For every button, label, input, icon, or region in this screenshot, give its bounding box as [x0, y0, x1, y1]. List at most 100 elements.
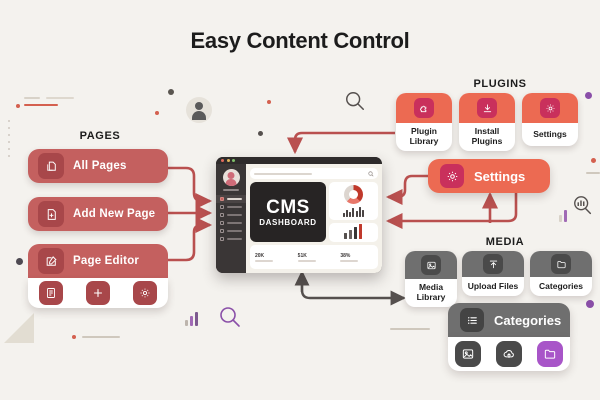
deco-dot-7 [168, 89, 174, 95]
folder-icon[interactable] [536, 341, 563, 367]
deco-line-4 [82, 336, 120, 338]
page-editor-toolbar [28, 278, 168, 308]
search-placeholder [254, 172, 312, 175]
section-label-plugins: PLUGINS [473, 78, 527, 90]
sidebar-item-5[interactable] [216, 235, 246, 243]
cms-title-line2: DASHBOARD [259, 217, 317, 227]
media-card-label: Categories [539, 280, 583, 291]
stat-value: 51K [297, 252, 307, 259]
plugins-card-label: Settings [533, 128, 567, 139]
donut-chart [343, 185, 363, 204]
avatar [222, 169, 240, 186]
stat-value: 38% [340, 252, 351, 259]
person-avatar-icon [186, 97, 212, 123]
plus-icon[interactable] [85, 281, 110, 305]
menu-icon [220, 213, 224, 217]
image-icon [421, 255, 441, 275]
mini-bar-chart [342, 206, 365, 217]
menu-icon [220, 221, 224, 225]
deco-dot-5 [267, 100, 271, 104]
plugins-card-settings[interactable]: Settings [522, 93, 578, 146]
plugins-card-install-plugins[interactable]: Install Plugins [459, 93, 515, 151]
section-label-pages: PAGES [79, 130, 121, 142]
plugins-card-label: Plugin Library [409, 126, 439, 146]
deco-triangle-left [4, 313, 34, 343]
pages-card-page-editor[interactable]: Page Editor [28, 244, 168, 278]
plugins-settings-bar[interactable]: Settings [428, 159, 550, 193]
sidebar-item-2[interactable] [216, 211, 246, 219]
pages-card-label: Page Editor [73, 255, 140, 267]
window-titlebar [216, 157, 382, 164]
deco-dot-6 [258, 131, 263, 136]
search-icon-purple [220, 307, 240, 327]
bar-chart-icon [185, 312, 198, 326]
sidebar-item-home[interactable] [216, 195, 246, 203]
media-card-categories[interactable]: Categories [530, 251, 592, 296]
deco-line-1 [24, 97, 40, 99]
gear-icon [440, 164, 464, 188]
plugins-settings-bar-label: Settings [474, 168, 526, 184]
deco-dot-3 [72, 335, 76, 339]
gear-icon[interactable] [132, 281, 157, 305]
media-card-upload-files[interactable]: Upload Files [462, 251, 524, 296]
deco-dot-column [8, 120, 10, 162]
pages-card-label: All Pages [73, 160, 127, 172]
sidebar-username-placeholder [223, 189, 239, 191]
media-icon-row [448, 337, 570, 371]
bottom-bar-chart [344, 224, 363, 239]
dashboard-main: CMS DASHBOARD [246, 164, 382, 273]
page-title: Easy Content Control [190, 28, 410, 53]
deco-line-5 [586, 172, 600, 174]
deco-line-6 [390, 328, 430, 330]
menu-icon [220, 229, 224, 233]
deco-dot-8 [585, 92, 592, 99]
cms-dashboard-window[interactable]: CMS DASHBOARD [216, 157, 382, 273]
chart-search-icon [574, 196, 592, 215]
media-card-media-library[interactable]: Media Library [405, 251, 457, 307]
media-card-label: Upload Files [467, 280, 519, 291]
search-input[interactable] [250, 168, 378, 179]
deco-dot-2 [16, 258, 23, 265]
pages-card-label: Add New Page [73, 208, 156, 220]
deco-dot-1 [16, 104, 20, 108]
sidebar-item-1[interactable] [216, 203, 246, 211]
search-icon [368, 170, 374, 176]
document-icon[interactable] [39, 281, 64, 305]
plugins-card-plugin-library[interactable]: Plugin Library [396, 93, 452, 151]
bar-chart-icon-right [559, 210, 567, 222]
deco-dot-10 [586, 300, 594, 308]
deco-dot-4 [155, 111, 159, 115]
media-card-label: Media Library [416, 282, 446, 302]
folder-icon [551, 254, 571, 274]
media-categories-bar-label: Categories [494, 312, 562, 328]
edit-pencil-icon [38, 248, 64, 274]
pages-card-add-new-page[interactable]: Add New Page [28, 197, 168, 231]
deco-line-3 [24, 104, 58, 106]
window-dot-minimize[interactable] [226, 159, 230, 162]
cloud-upload-icon[interactable] [495, 341, 522, 367]
dashboard-sidebar [216, 164, 246, 273]
donut-chart-card [328, 182, 378, 220]
deco-line-2 [46, 97, 74, 99]
gear-icon [540, 98, 560, 118]
sidebar-item-3[interactable] [216, 219, 246, 227]
home-icon [220, 197, 224, 201]
section-label-media: MEDIA [485, 236, 525, 248]
window-dot-close[interactable] [221, 159, 224, 162]
stat-item: 51K [293, 253, 336, 262]
pages-card-all-pages[interactable]: All Pages [28, 149, 168, 183]
upload-icon [483, 254, 503, 274]
dashboard-stats: 20K 51K 38% [250, 245, 378, 269]
gear-icon [220, 237, 224, 241]
cms-title-line1: CMS [266, 196, 310, 218]
window-dot-maximize[interactable] [232, 159, 235, 162]
sidebar-item-4[interactable] [216, 227, 246, 235]
bottom-bar-chart-card [328, 223, 378, 242]
file-plus-icon [38, 201, 64, 227]
image-icon[interactable] [455, 341, 482, 367]
pages-copy-icon [38, 153, 64, 179]
list-icon [460, 308, 484, 332]
media-categories-bar[interactable]: Categories [448, 303, 570, 337]
